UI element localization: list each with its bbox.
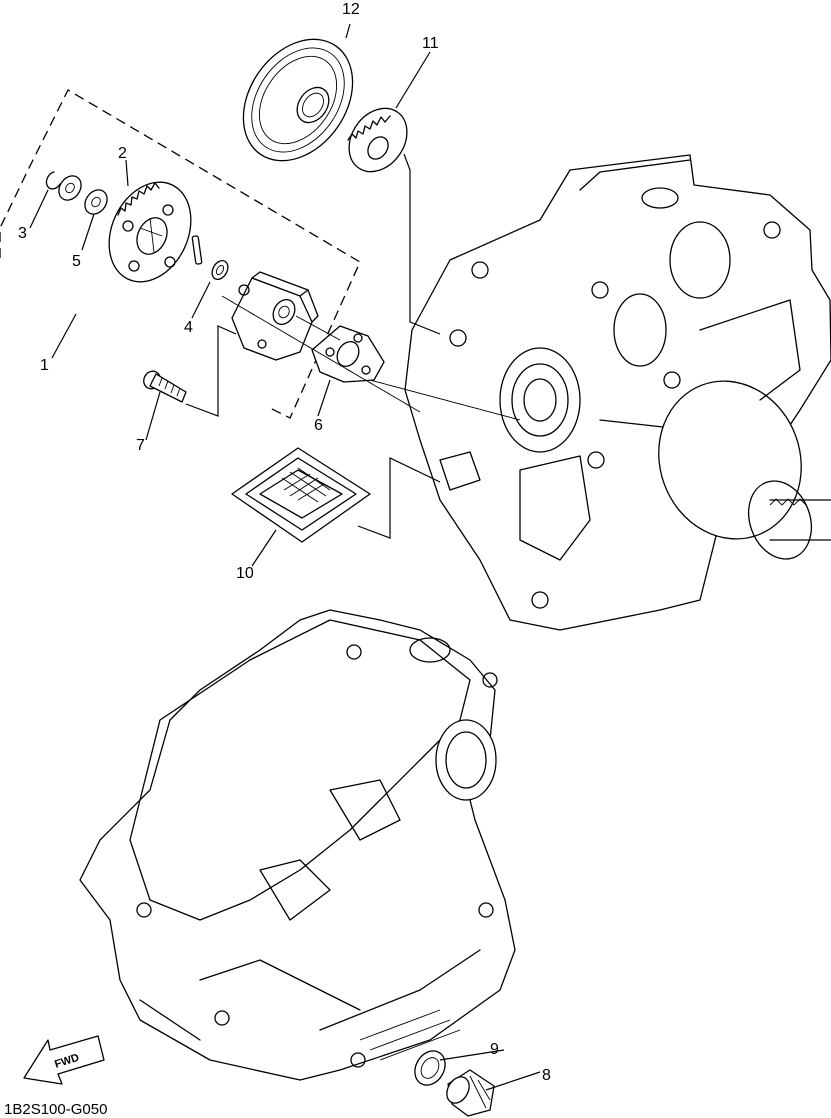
part-3-circlip[interactable] — [45, 171, 61, 190]
callout-12: 12 — [342, 1, 360, 18]
assembly-boundary — [0, 89, 361, 419]
diagram-code: 1B2S100-G050 — [4, 1101, 107, 1118]
callout-6: 6 — [314, 417, 323, 434]
callout-4: 4 — [184, 319, 193, 336]
part-9-gasket-washer[interactable] — [409, 1045, 451, 1090]
fwd-arrow: FWD — [23, 1035, 105, 1085]
part-10-strainer[interactable] — [231, 447, 371, 543]
part-2-drive-gear[interactable] — [94, 169, 207, 295]
callout-5: 5 — [72, 253, 81, 270]
callout-3: 3 — [18, 225, 27, 242]
callout-1: 1 — [40, 357, 49, 374]
callout-labels: 12 11 2 3 5 4 1 7 6 10 9 8 — [18, 1, 551, 1084]
part-5-washer[interactable] — [80, 186, 111, 219]
dowel-pin[interactable] — [191, 235, 203, 265]
callout-10: 10 — [236, 565, 254, 582]
callout-8: 8 — [542, 1067, 551, 1084]
callout-7: 7 — [136, 437, 145, 454]
part-4-o-ring[interactable] — [209, 258, 231, 282]
callout-11: 11 — [422, 35, 439, 52]
part-8-drain-bolt[interactable] — [442, 1069, 495, 1117]
callout-2: 2 — [118, 145, 127, 162]
callout-9: 9 — [490, 1041, 499, 1058]
part-11-gear[interactable] — [337, 97, 419, 183]
left-crankcase — [79, 609, 516, 1081]
oil-pump-body[interactable] — [231, 271, 319, 361]
right-crankcase — [404, 154, 831, 631]
part-7-screw[interactable] — [141, 368, 187, 403]
part-12-oil-seal[interactable] — [221, 18, 375, 181]
part-6-gasket[interactable] — [311, 325, 385, 383]
leader-lines — [29, 23, 541, 1091]
washer[interactable] — [54, 172, 85, 205]
